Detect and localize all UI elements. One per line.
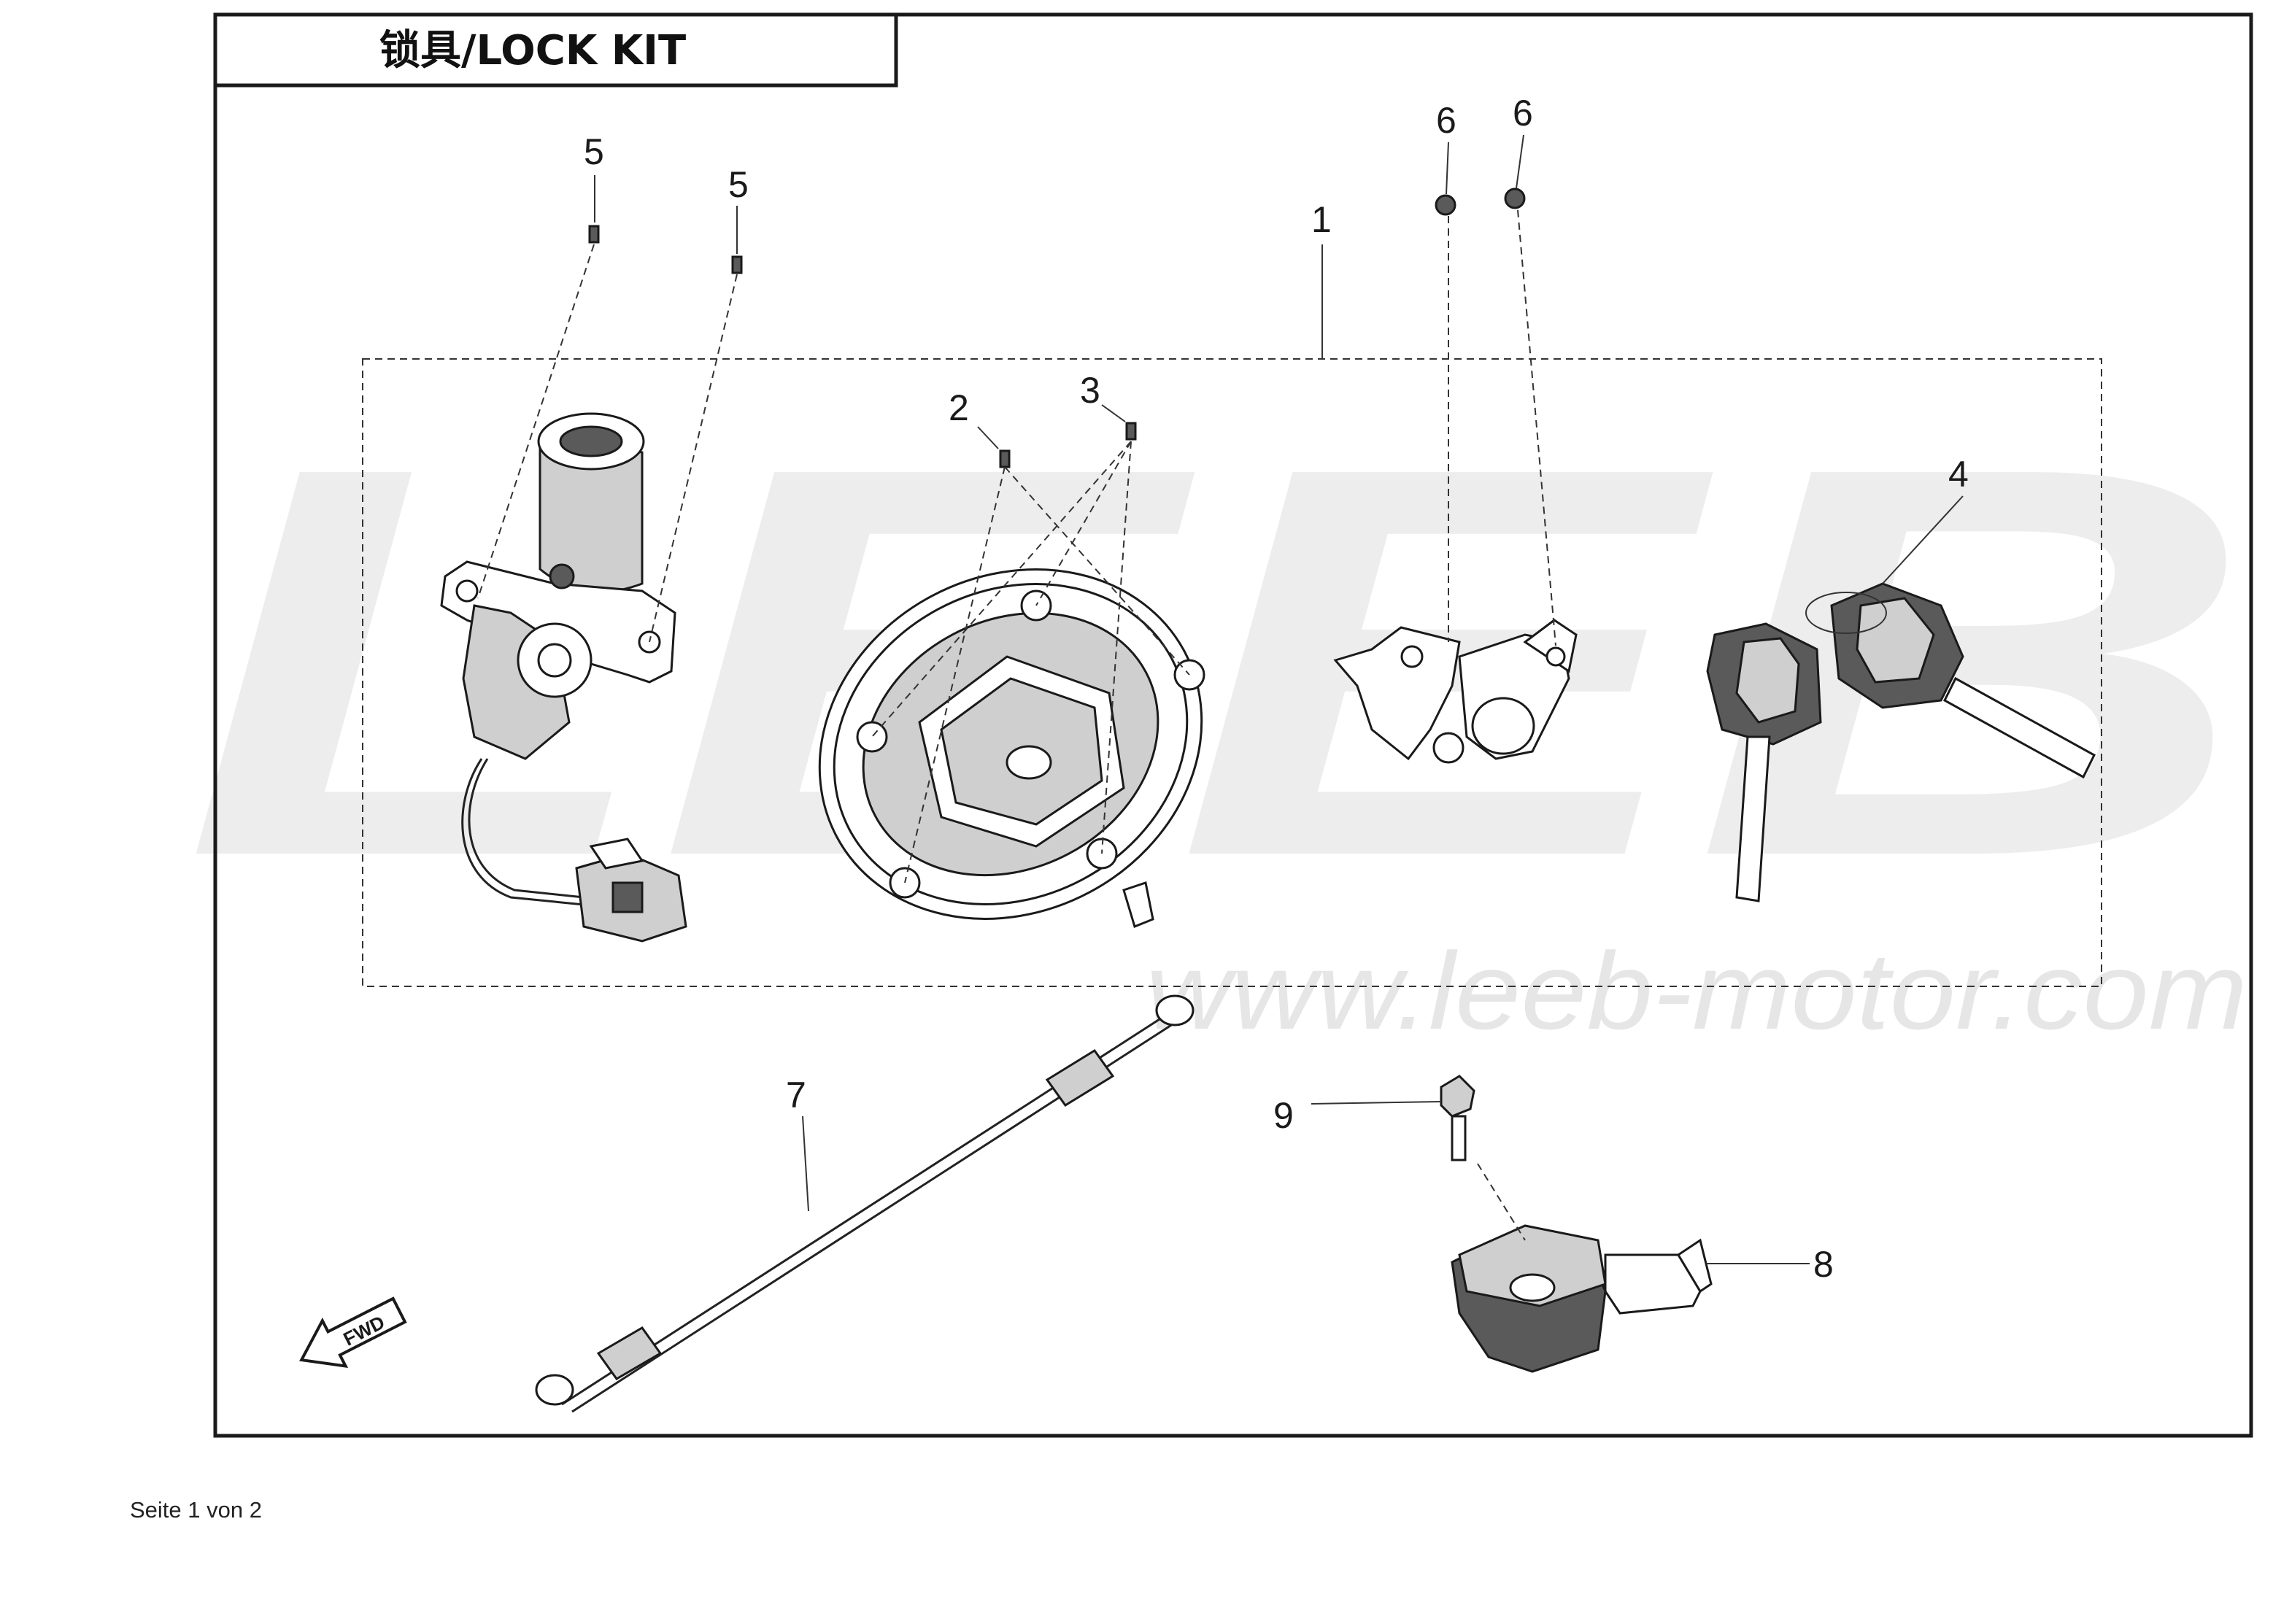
diagram-title: 锁具/LOCK KIT bbox=[379, 27, 686, 74]
callout-7: 7 bbox=[786, 1075, 806, 1115]
callout-4: 4 bbox=[1948, 454, 1969, 495]
callout-8: 8 bbox=[1813, 1244, 1834, 1285]
screw-5a bbox=[588, 225, 600, 244]
screw-2 bbox=[999, 449, 1011, 468]
assembly-lines bbox=[477, 209, 1556, 883]
assembly-dashed-box bbox=[362, 358, 2102, 987]
callout-2: 2 bbox=[949, 387, 969, 428]
callout-5a: 5 bbox=[584, 131, 604, 172]
ignition-switch bbox=[440, 412, 687, 943]
bolt-9 bbox=[1440, 1075, 1526, 1241]
callout-1: 1 bbox=[1311, 199, 1332, 240]
diagram-frame bbox=[213, 12, 2253, 1438]
lock-bracket bbox=[1451, 1224, 1713, 1373]
screw-5b bbox=[731, 255, 743, 274]
nut-6a bbox=[1435, 194, 1456, 216]
seat-lock bbox=[1333, 619, 1578, 764]
callout-6a: 6 bbox=[1436, 100, 1456, 141]
callout-6b: 6 bbox=[1513, 93, 1533, 134]
release-cable bbox=[535, 994, 1195, 1413]
callout-3: 3 bbox=[1080, 370, 1100, 411]
nut-6b bbox=[1504, 187, 1526, 209]
watermark-url: www.leeb-motor.com bbox=[1146, 929, 2247, 1052]
callout-9: 9 bbox=[1273, 1095, 1294, 1136]
fuel-cap bbox=[818, 568, 1205, 929]
fwd-arrow: FWD bbox=[299, 1296, 407, 1369]
screw-3 bbox=[1125, 422, 1137, 441]
leader-lines bbox=[594, 134, 1964, 1264]
screws bbox=[588, 187, 1526, 468]
keys bbox=[1706, 582, 2096, 902]
page-footer: Seite 1 von 2 bbox=[130, 1497, 262, 1523]
callout-5b: 5 bbox=[728, 164, 749, 205]
callouts: 1 2 3 4 5 5 6 6 7 8 9 bbox=[584, 93, 1969, 1285]
title-box: 锁具/LOCK KIT bbox=[213, 12, 898, 88]
